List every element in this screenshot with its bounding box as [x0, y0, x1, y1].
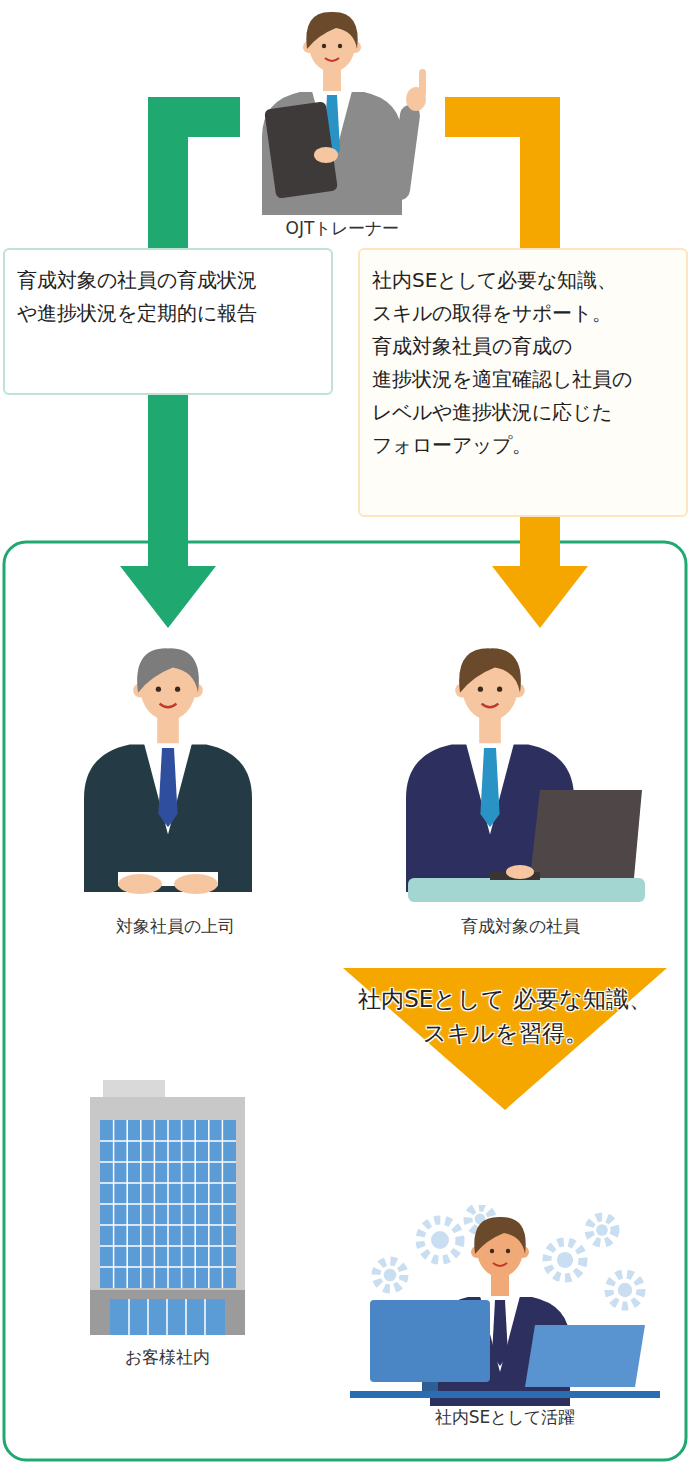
gear — [547, 1242, 583, 1278]
manager-node: 対象社員の上司 — [60, 640, 290, 945]
monitor-stand — [422, 1382, 438, 1392]
trainee-node: 育成対象の社員 — [390, 640, 650, 945]
hand — [506, 865, 534, 879]
laptop — [530, 790, 642, 878]
desk — [350, 1391, 660, 1398]
gear-hub — [596, 1224, 608, 1236]
node-label: 社内SEとして活躍 — [435, 1406, 576, 1428]
eye — [322, 44, 326, 48]
window-grid — [100, 1140, 236, 1142]
edge-label: 社内SEとして 必要な知識、スキルを習得。 — [315, 982, 690, 1050]
node-label: お客様社内 — [125, 1346, 210, 1368]
mouth — [325, 58, 339, 61]
arrow-head — [492, 566, 588, 628]
window-grid — [100, 1266, 236, 1268]
gear-hub — [557, 1252, 573, 1268]
person-figure — [84, 648, 252, 892]
window-grid — [100, 1224, 236, 1226]
entrance — [110, 1299, 225, 1335]
mouth — [160, 704, 177, 708]
suit-body — [84, 744, 252, 892]
hair — [137, 648, 199, 692]
raised-arm — [400, 115, 410, 190]
clipboard — [264, 101, 338, 199]
trainer-node: OJTトレーナー — [240, 5, 445, 245]
window-wall — [100, 1120, 236, 1288]
tie — [158, 748, 177, 827]
window-grid — [100, 1203, 236, 1205]
hair — [474, 1217, 525, 1254]
illustration-group — [262, 12, 426, 215]
hair — [306, 12, 357, 49]
window-grid — [100, 1161, 236, 1163]
illustration-group — [90, 1080, 245, 1335]
gear — [376, 1261, 404, 1289]
node-label: 対象社員の上司 — [116, 915, 235, 937]
node-label: 育成対象の社員 — [461, 915, 580, 937]
gear-hub — [618, 1283, 632, 1297]
node-label: OJTトレーナー — [286, 217, 400, 239]
mouth — [493, 1263, 507, 1266]
shirt — [466, 743, 514, 834]
mouth — [482, 704, 499, 708]
entrance-grid — [204, 1299, 206, 1335]
window-grid — [100, 1182, 236, 1184]
arrow-head — [120, 566, 216, 628]
pointing-finger — [419, 69, 426, 97]
entrance-grid — [147, 1299, 149, 1335]
building-base — [90, 1290, 245, 1335]
tie — [480, 748, 499, 827]
edge-label: 育成対象の社員の育成状況 や進捗状況を定期的に報告 — [17, 264, 319, 330]
edge-label-box: 社内SEとして必要な知識、 スキルの取得をサポート。 育成対象社員の育成の 進捗… — [358, 248, 688, 517]
person-figure — [262, 12, 402, 215]
illustration — [240, 5, 445, 217]
laptop — [525, 1325, 645, 1387]
eye — [175, 687, 180, 692]
hand — [174, 874, 218, 894]
eye — [338, 44, 342, 48]
gear — [609, 1274, 641, 1306]
roof-block — [103, 1080, 165, 1097]
gear-hub — [384, 1269, 397, 1282]
illustration — [390, 640, 650, 915]
desk — [408, 878, 645, 902]
building-body — [90, 1097, 245, 1290]
gear — [420, 1220, 460, 1260]
in-house-se-node: 社内SEとして活躍 — [350, 1205, 660, 1435]
edge-label: 社内SEとして必要な知識、 スキルの取得をサポート。 育成対象社員の育成の 進捗… — [372, 264, 674, 462]
eye — [156, 687, 161, 692]
tie — [492, 1300, 508, 1366]
hand — [118, 874, 162, 894]
eye — [506, 1249, 510, 1253]
monitor — [370, 1300, 490, 1382]
eye — [478, 687, 483, 692]
client-office-node: お客様社内 — [70, 1075, 265, 1375]
illustration — [60, 640, 290, 915]
illustration — [350, 1205, 660, 1406]
illustration-group — [84, 648, 252, 894]
hair — [459, 648, 521, 692]
illustration-group — [350, 1207, 660, 1406]
window-grid — [100, 1245, 236, 1247]
suit-body — [262, 92, 402, 215]
shirt — [144, 743, 192, 834]
hand — [314, 147, 338, 163]
edge-label-box: 育成対象の社員の育成状況 や進捗状況を定期的に報告 — [3, 248, 333, 395]
eye — [490, 1249, 494, 1253]
gear-hub — [431, 1231, 449, 1249]
entrance-grid — [185, 1299, 187, 1335]
edge-label-box: 社内SEとして 必要な知識、スキルを習得。 — [315, 982, 690, 1050]
illustration-group — [406, 648, 645, 902]
gear — [589, 1217, 615, 1243]
entrance-grid — [166, 1299, 168, 1335]
eye — [497, 687, 502, 692]
illustration — [70, 1075, 265, 1346]
entrance-grid — [128, 1299, 130, 1335]
